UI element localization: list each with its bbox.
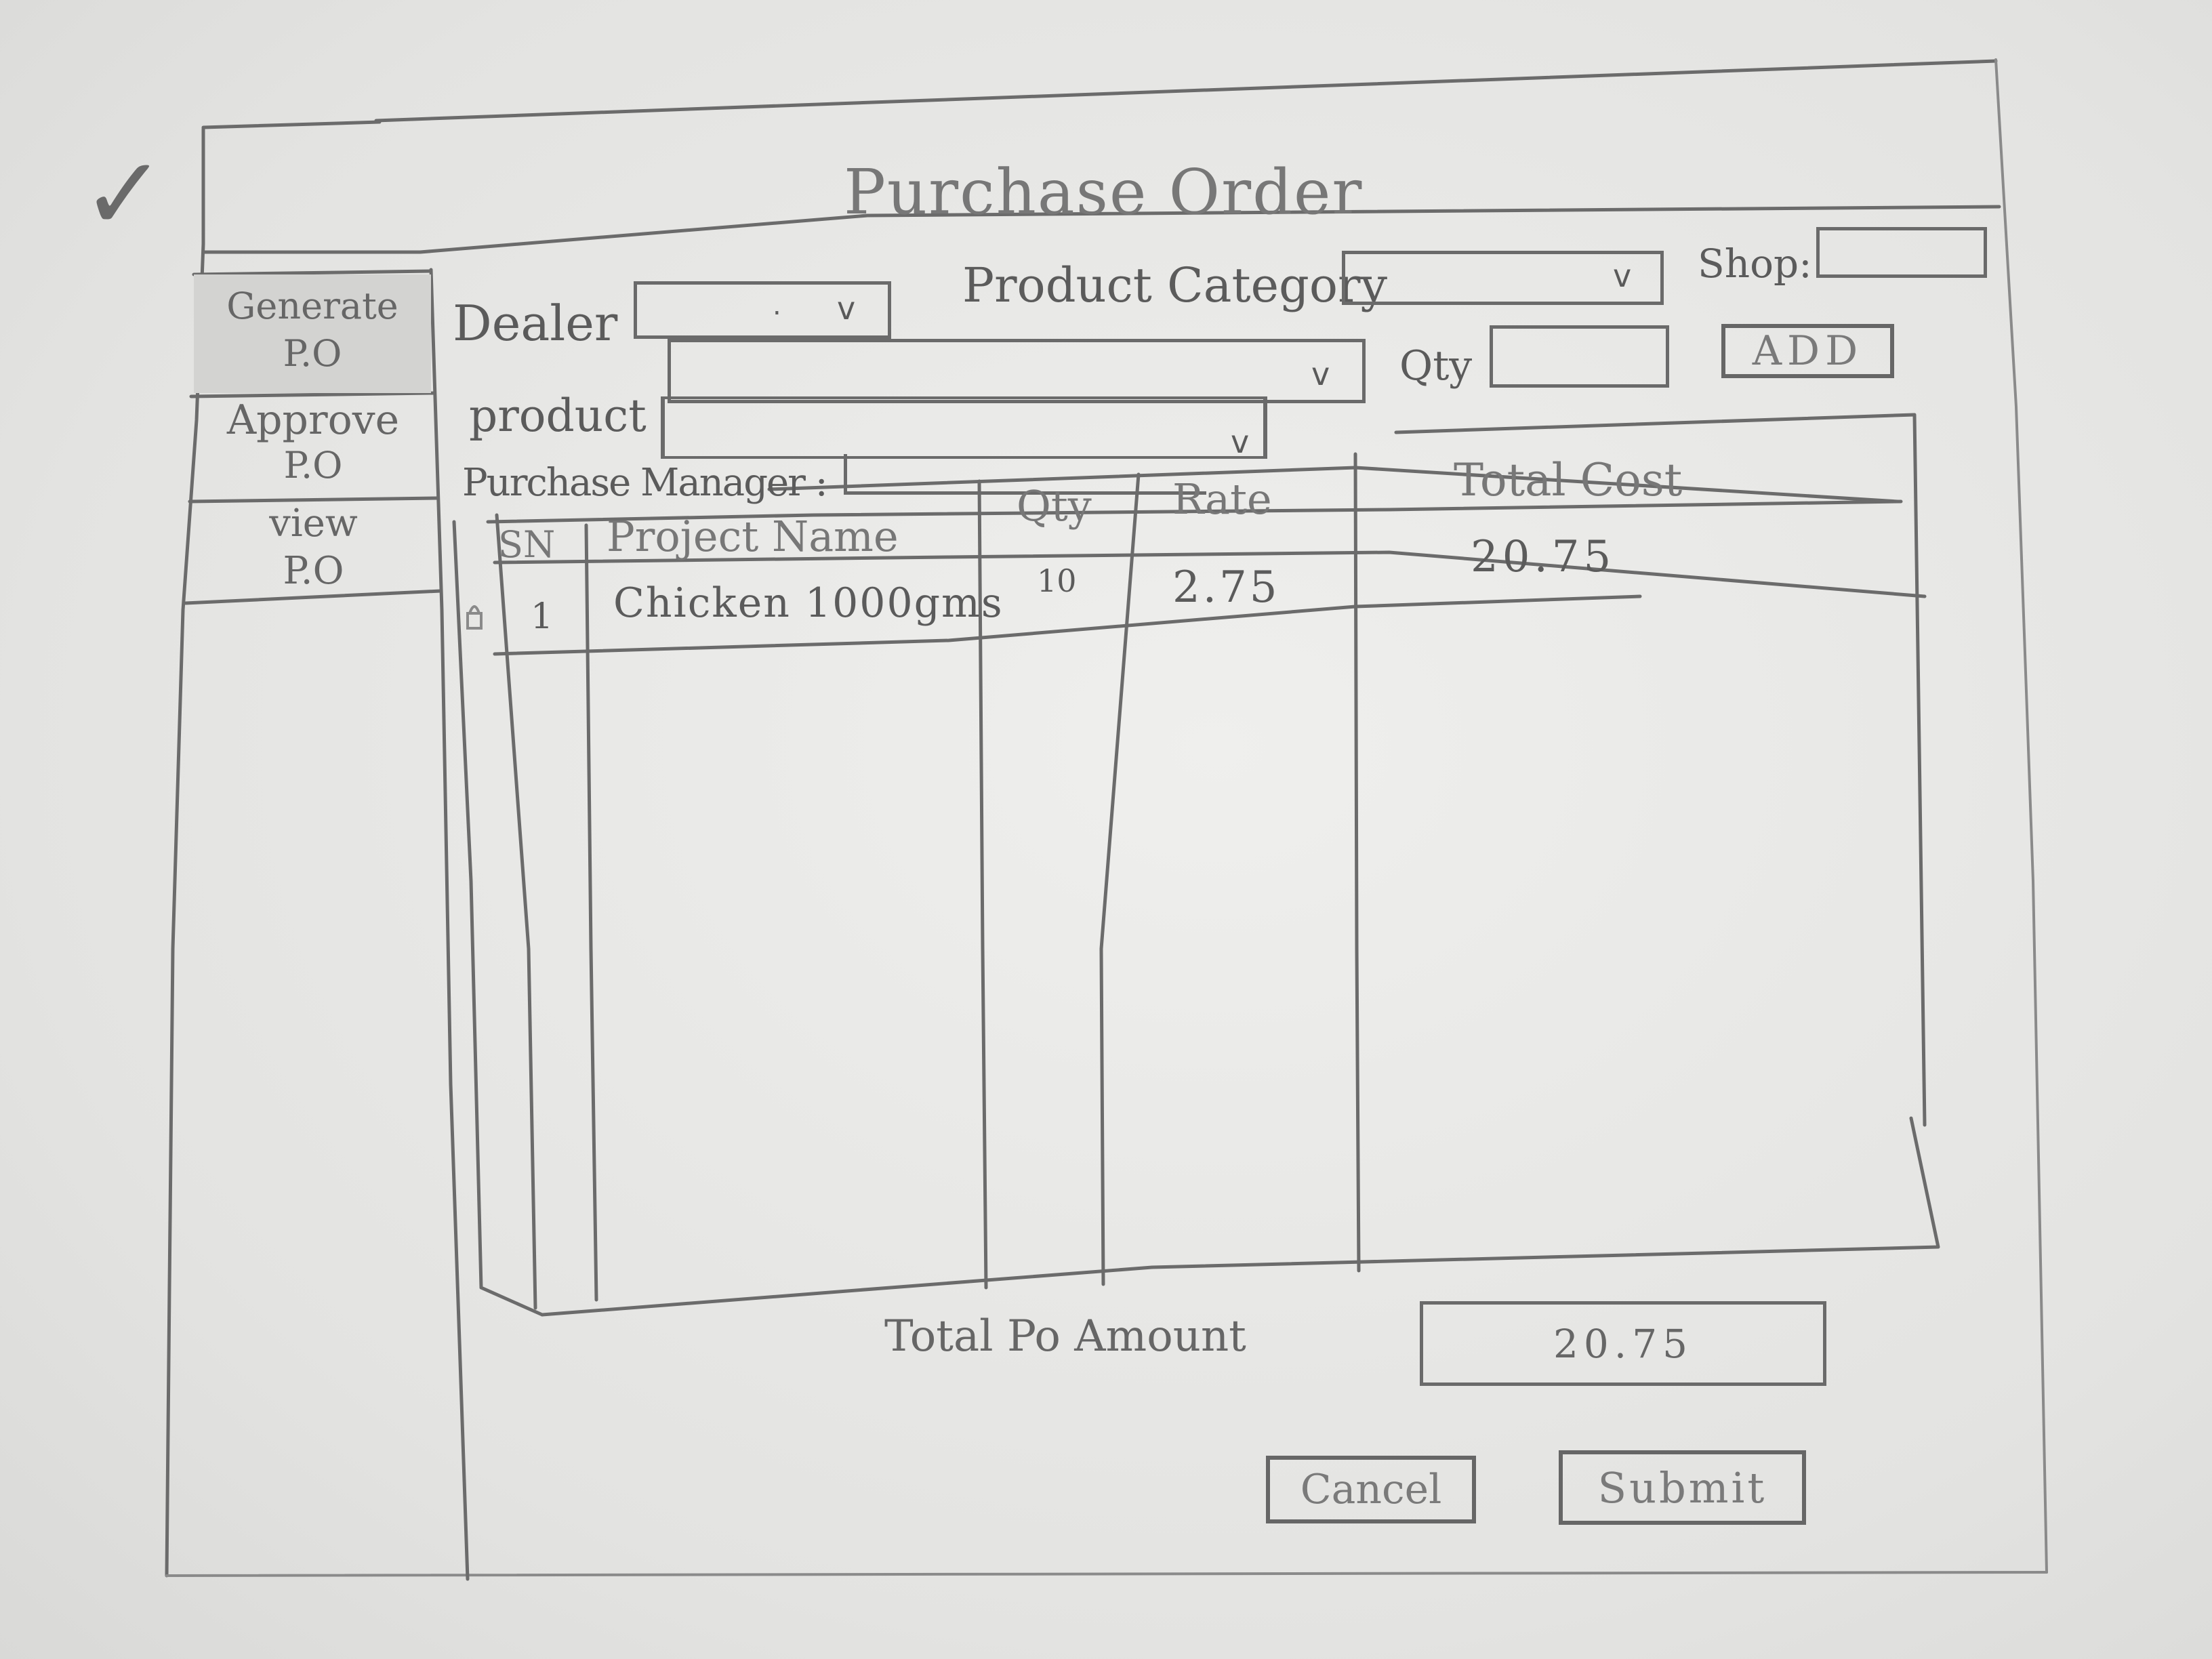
product-category-label: Product Category [962,258,1387,313]
table-header-rate: Rate [1172,474,1272,524]
dealer-value: . [773,290,781,321]
table-header-qty: Qty [1017,481,1092,531]
sidebar-item-label: Generate [226,285,398,327]
chevron-down-icon: v [1613,258,1632,294]
sidebar-item-approve-po[interactable]: Approve P.O [191,396,435,498]
total-po-amount-value: 20.75 [1553,1320,1694,1367]
purchase-manager-label: Purchase Manager : [462,461,828,505]
shop-field[interactable] [1816,227,1987,278]
table-header-project-name: Project Name [607,512,899,561]
product-dropdown-top[interactable]: v [668,339,1366,403]
sidebar-item-label: view [269,501,358,546]
row-total: 20.75 [1471,532,1616,582]
submit-button[interactable]: Submit [1559,1450,1806,1525]
dealer-label: Dealer [453,295,618,352]
sidebar-item-generate-po[interactable]: Generate P.O [194,274,431,393]
cancel-button[interactable]: Cancel [1266,1456,1476,1523]
chevron-down-icon: v [1311,356,1330,392]
product-category-dropdown[interactable]: v [1342,251,1664,305]
row-qty: 10 [1037,562,1077,599]
add-button[interactable]: ADD [1721,324,1894,378]
sidebar-item-label: Approve [226,396,400,444]
product-label: product [469,390,647,442]
row-project-name: Chicken 1000gms [613,579,1004,627]
sidebar-item-label: P.O [283,332,342,375]
row-sn: 1 [531,596,554,637]
purchase-manager-dropdown[interactable] [844,454,1206,495]
sidebar-item-label: P.O [283,444,343,487]
chevron-down-icon: v [837,290,856,327]
product-dropdown[interactable]: v [661,396,1267,460]
dealer-dropdown[interactable]: . v [634,281,891,339]
table-row[interactable]: 1 Chicken 1000gms 10 2.75 20.75 [495,532,1918,651]
table-header-sn: SN [498,523,556,566]
sidebar-item-view-po[interactable]: view P.O [190,501,437,596]
table-header-total-cost: Total Cost [1454,454,1683,506]
qty-field[interactable] [1490,325,1669,388]
sidebar-item-label: P.O [283,549,344,593]
check-mark-icon: ✓ [81,136,167,253]
shop-label: Shop: [1698,241,1812,287]
row-rate: 2.75 [1172,562,1280,613]
page-title: Purchase Order [844,156,1364,228]
chevron-down-icon: v [1231,424,1250,460]
total-po-amount-label: Total Po Amount [884,1311,1246,1361]
total-po-amount-field: 20.75 [1420,1301,1826,1386]
qty-label: Qty [1399,342,1473,390]
